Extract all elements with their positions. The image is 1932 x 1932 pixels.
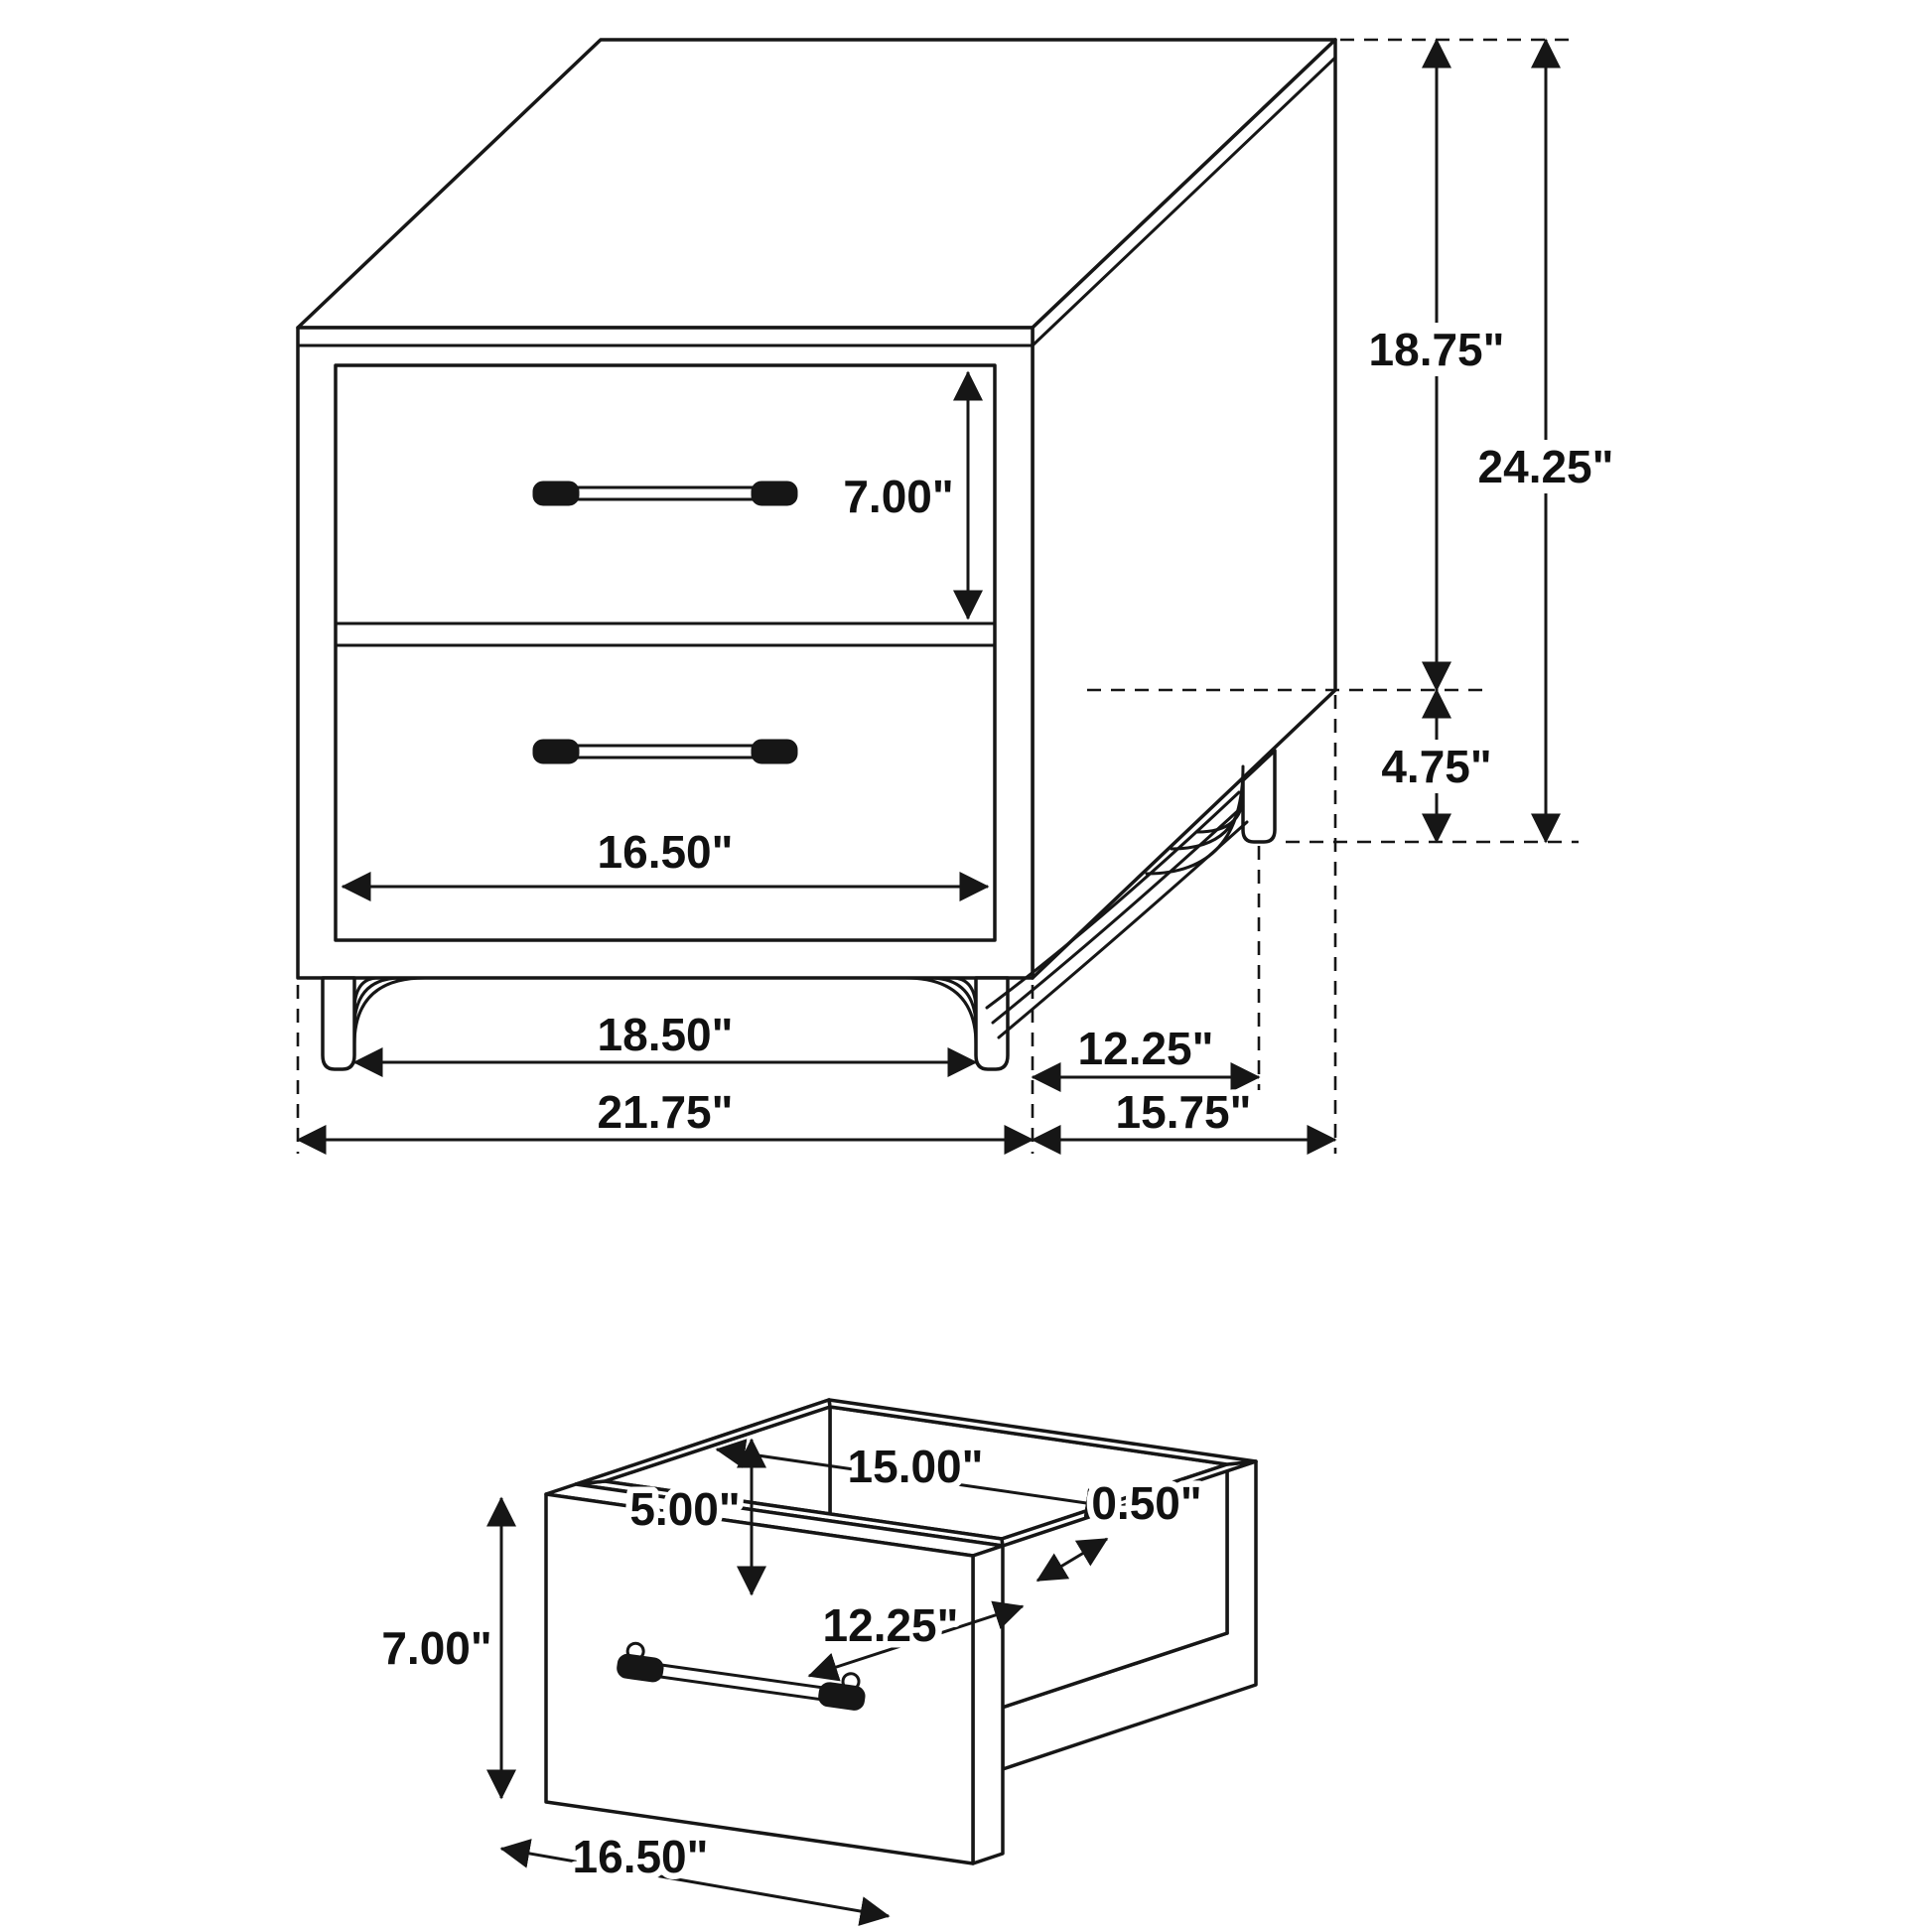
dim-drawer-opening-height-label: 7.00" — [843, 471, 953, 522]
dim-front-width-label: 16.50" — [573, 1831, 709, 1882]
drawer-front-panel-edge — [971, 1544, 1005, 1865]
front-left-leg — [321, 976, 356, 1071]
dim-panel-thickness-arrow — [1035, 1537, 1109, 1583]
tabletop-edge-line — [296, 56, 1337, 347]
dim-overall-height-label: 24.25" — [1478, 441, 1614, 492]
handle-cap — [532, 739, 580, 764]
dim-interior-depth-label: 12.25" — [823, 1599, 959, 1651]
handle-cap — [532, 481, 580, 506]
dim-front-width-arrow — [499, 1839, 891, 1926]
dim-interior-width-arrow — [715, 1439, 1116, 1518]
dim-overall-depth-label: 15.75" — [1116, 1086, 1252, 1138]
back-leg-wire-brackets — [1145, 764, 1245, 876]
bottom-drawer-handle — [532, 739, 798, 764]
right-leg-wire-brackets — [903, 976, 978, 1046]
drawer-detail-handle — [617, 1641, 866, 1711]
handle-cap — [617, 1653, 664, 1683]
nightstand-view: 7.00" 16.50" 18.75" 24.25" 4.75" 18.50" … — [296, 38, 1625, 1155]
handle-cap — [751, 481, 798, 506]
dim-overall-width-label: 21.75" — [598, 1086, 734, 1138]
label-mask — [1357, 323, 1516, 376]
dim-interior-depth-arrow — [807, 1600, 1025, 1682]
drawer-divider — [334, 621, 997, 647]
left-leg-wire-brackets — [352, 976, 427, 1046]
handle-cap — [818, 1682, 866, 1711]
drawer-view: 5.00" 15.00" 12.25" 0.50" 7.00" 16.50" — [375, 1398, 1258, 1926]
dim-interior-height-label: 5.00" — [629, 1483, 740, 1535]
handle-cap — [751, 739, 798, 764]
drawer-left-rim — [574, 1398, 832, 1486]
label-mask — [1466, 440, 1625, 493]
top-drawer-handle — [532, 481, 798, 506]
dim-side-leg-span-label: 12.25" — [1078, 1023, 1214, 1074]
dim-front-leg-span-label: 18.50" — [598, 1009, 734, 1060]
back-right-leg — [1241, 749, 1277, 844]
dim-panel-thickness-label: 0.50" — [1091, 1477, 1201, 1529]
dim-leg-height-label: 4.75" — [1381, 741, 1491, 792]
dim-drawer-front-width-label: 16.50" — [598, 826, 734, 878]
dim-front-height-label: 7.00" — [381, 1622, 491, 1674]
dim-interior-width-label: 15.00" — [848, 1441, 984, 1492]
dim-case-height-label: 18.75" — [1369, 324, 1505, 375]
label-mask — [1367, 740, 1506, 793]
drawer-opening — [334, 363, 997, 942]
